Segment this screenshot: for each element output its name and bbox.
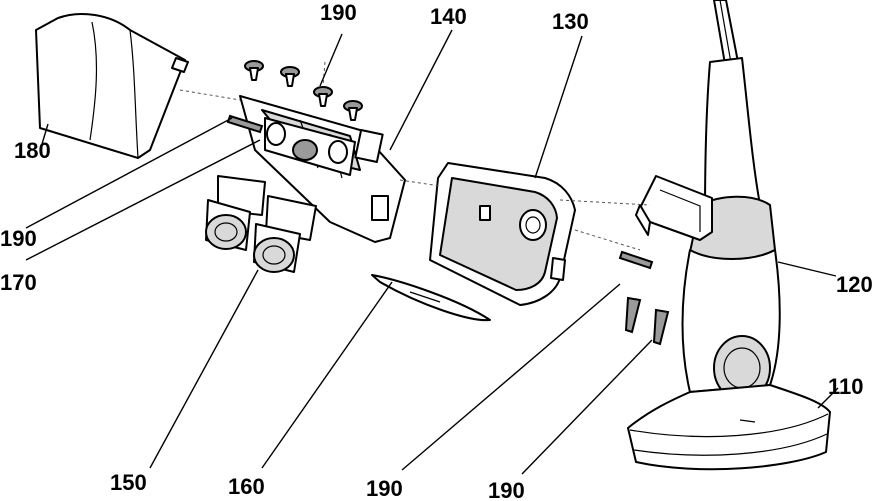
label-170: 170 — [0, 270, 37, 295]
label-150: 150 — [110, 470, 147, 495]
screw — [654, 310, 668, 344]
label-110: 110 — [828, 374, 864, 399]
part-180-cover — [36, 14, 188, 158]
assembly-axes — [180, 62, 650, 250]
screw — [620, 252, 652, 268]
part-130-housing — [430, 163, 575, 305]
label-140: 140 — [430, 4, 467, 29]
screw — [626, 298, 640, 332]
label-190-top: 190 — [320, 0, 357, 25]
label-190-bottom-right: 190 — [488, 478, 525, 501]
screw — [281, 67, 299, 86]
screw — [344, 101, 362, 120]
label-190-bottom-mid: 190 — [366, 476, 403, 501]
label-190-left: 190 — [0, 226, 37, 251]
probe-body — [628, 0, 830, 469]
label-120: 120 — [836, 272, 873, 297]
label-130: 130 — [552, 9, 589, 34]
screw — [314, 87, 332, 106]
screw — [245, 61, 263, 80]
label-160: 160 — [228, 474, 265, 499]
part-120-clip — [636, 176, 712, 240]
label-180: 180 — [14, 138, 51, 163]
